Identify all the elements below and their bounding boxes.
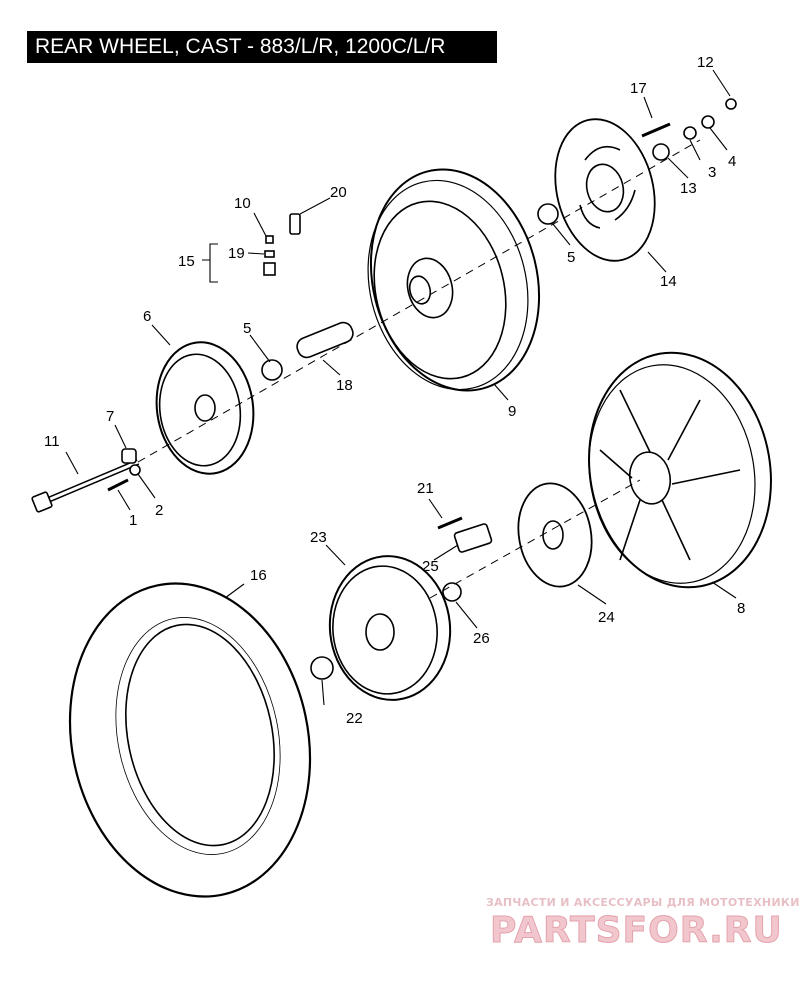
spacer-part-7 (121, 448, 137, 464)
callout-5-left: 5 (243, 320, 251, 337)
valve-nut-part-19 (264, 250, 275, 258)
callout-6: 6 (143, 308, 151, 325)
bearing-part-5-right (537, 203, 559, 225)
callout-19: 19 (228, 245, 245, 262)
callout-21: 21 (417, 480, 434, 497)
callout-4: 4 (728, 153, 736, 170)
bearing-part-5-left (261, 359, 283, 381)
callout-labels: 1 2 3 4 5 5 6 7 8 9 10 11 12 13 14 15 16… (44, 54, 745, 727)
washer-part-2 (129, 464, 141, 476)
callout-22: 22 (346, 710, 363, 727)
callout-12: 12 (697, 54, 714, 71)
brake-rotor-part-14 (554, 118, 656, 262)
callout-23: 23 (310, 529, 327, 546)
callout-14: 14 (660, 273, 677, 290)
callout-26: 26 (473, 630, 490, 647)
callout-20: 20 (330, 184, 347, 201)
bracket-part-25 (453, 523, 493, 553)
valve-stem-part-15 (263, 262, 276, 276)
spacer-part-18 (296, 321, 354, 359)
wheel-part-9 (367, 168, 541, 392)
hub-plate-part-24 (517, 482, 593, 588)
callout-10: 10 (234, 195, 251, 212)
weight-part-20 (289, 213, 301, 235)
callout-13: 13 (680, 180, 697, 197)
callout-11: 11 (44, 433, 60, 450)
washer-part-4 (701, 115, 715, 129)
bolt-part-17 (641, 122, 671, 138)
axle-bolt-part-11 (31, 459, 140, 513)
cast-wheel-part-8 (588, 351, 772, 589)
callout-7: 7 (106, 408, 114, 425)
bolt-part-21 (437, 516, 463, 530)
bolt-part-1 (107, 478, 129, 492)
spacer-part-26 (442, 582, 462, 602)
callout-8: 8 (737, 600, 745, 617)
watermark: ЗАПЧАСТИ И АКСЕССУАРЫ ДЛЯ МОТОТЕХНИКИ PA… (486, 896, 800, 952)
callout-25: 25 (422, 558, 439, 575)
callout-9: 9 (508, 403, 516, 420)
bearing-part-22 (310, 656, 334, 680)
washer-part-3 (683, 126, 697, 140)
callout-17: 17 (630, 80, 647, 97)
diagram-title: REAR WHEEL, CAST - 883/L/R, 1200C/L/R (27, 31, 497, 63)
callout-1: 1 (129, 512, 137, 529)
tire-part-16 (68, 582, 312, 898)
nut-part-12 (725, 98, 737, 110)
leader-lines (65, 69, 737, 706)
callout-3: 3 (708, 164, 716, 181)
callout-24: 24 (598, 609, 615, 626)
callout-18: 18 (336, 377, 353, 394)
spacer-part-13 (652, 143, 670, 161)
watermark-tagline: ЗАПЧАСТИ И АКСЕССУАРЫ ДЛЯ МОТОТЕХНИКИ (486, 896, 800, 909)
pulley-part-6 (155, 341, 255, 475)
callout-16: 16 (250, 567, 267, 584)
callout-5-right: 5 (567, 249, 575, 266)
watermark-brand: PARTSFOR.RU (490, 910, 783, 951)
callout-15: 15 (178, 253, 195, 270)
callout-2: 2 (155, 502, 163, 519)
pulley-part-23 (328, 555, 452, 701)
valve-cap-part-10 (265, 235, 274, 244)
